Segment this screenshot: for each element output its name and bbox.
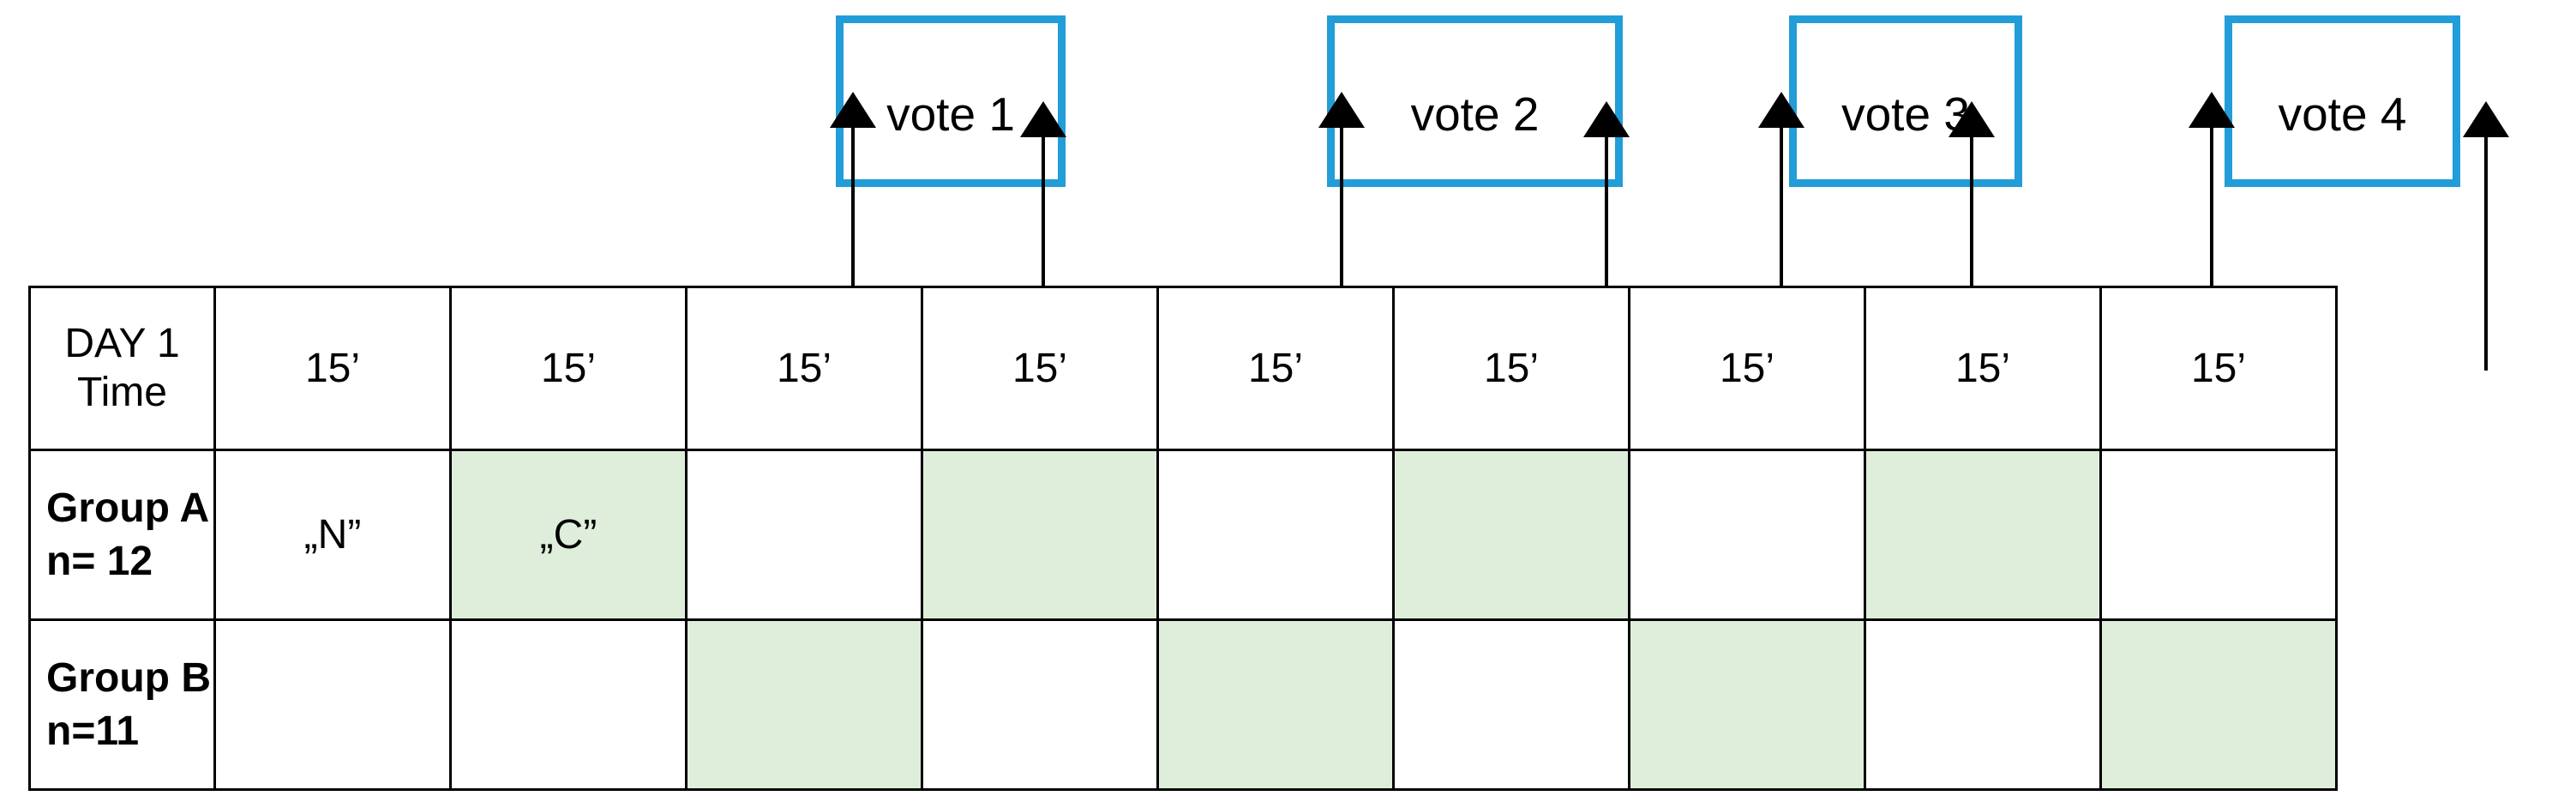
time-slot-header-cell: 15’ — [449, 286, 688, 451]
time-slot-label: 15’ — [1247, 346, 1304, 391]
group-header-cell: Group B n=11 — [28, 618, 216, 791]
time-slot-label: 15’ — [1719, 346, 1775, 391]
schedule-cell — [1392, 618, 1630, 791]
condition-label: „C” — [539, 512, 597, 558]
vote-callout-label: vote 4 — [2278, 87, 2407, 141]
time-slot-label: 15’ — [1483, 346, 1540, 391]
time-slot-header-cell: 15’ — [2099, 286, 2338, 451]
group-label: Group B n=11 — [46, 655, 211, 754]
time-slot-header-cell: 15’ — [213, 286, 452, 451]
arrow-stem — [1780, 126, 1783, 371]
arrow-head-icon — [1949, 101, 1995, 137]
schedule-cell — [1864, 449, 2102, 621]
vote-arrow-up-icon — [1583, 101, 1630, 372]
arrow-stem — [1970, 136, 1973, 371]
day-time-label: DAY 1 Time — [64, 320, 180, 415]
vote-callout-box[interactable]: vote 4 — [2225, 15, 2460, 187]
arrow-head-icon — [830, 92, 876, 128]
arrow-head-icon — [1318, 92, 1365, 128]
time-slot-label: 15’ — [776, 346, 832, 391]
schedule-cell — [213, 618, 452, 791]
arrow-stem — [2210, 126, 2213, 371]
vote-callout-box[interactable]: vote 3 — [1789, 15, 2022, 187]
schedule-cell — [685, 449, 923, 621]
schedule-cell — [1628, 449, 1866, 621]
vote-callout-label: vote 1 — [886, 87, 1015, 141]
schedule-cell — [921, 618, 1159, 791]
vote-arrow-up-icon — [1020, 101, 1066, 372]
schedule-cell: „N” — [213, 449, 452, 621]
schedule-cell — [685, 618, 923, 791]
vote-arrow-up-icon — [2189, 92, 2235, 372]
time-slot-header-cell: 15’ — [1628, 286, 1866, 451]
time-slot-header-cell: 15’ — [1156, 286, 1395, 451]
group-label: Group A n= 12 — [46, 485, 210, 584]
time-slot-header-cell: 15’ — [1864, 286, 2102, 451]
schedule-cell — [1392, 449, 1630, 621]
arrow-stem — [1340, 126, 1343, 371]
arrow-head-icon — [1758, 92, 1804, 128]
vote-arrow-up-icon — [830, 92, 876, 372]
schedule-cell — [2099, 449, 2338, 621]
schedule-cell — [1156, 449, 1395, 621]
arrow-head-icon — [2463, 101, 2509, 137]
time-slot-header-cell: 15’ — [1392, 286, 1630, 451]
arrow-stem — [1605, 136, 1608, 371]
arrow-head-icon — [1020, 101, 1066, 137]
time-slot-label: 15’ — [304, 346, 361, 391]
arrow-head-icon — [1583, 101, 1630, 137]
schedule-table: DAY 1 Time 15’ 15’ 15’ 15’ 15’ 15’ 15’ 15’ 15’ Gro… — [28, 286, 2338, 791]
time-slot-label: 15’ — [1012, 346, 1068, 391]
arrow-stem — [851, 126, 855, 371]
schedule-cell — [1628, 618, 1866, 791]
vote-arrow-up-icon — [2463, 101, 2509, 372]
vote-callout-box[interactable]: vote 2 — [1327, 15, 1623, 187]
time-slot-label: 15’ — [1955, 346, 2011, 391]
arrow-stem — [1042, 136, 1045, 371]
vote-arrow-up-icon — [1318, 92, 1365, 372]
vote-arrow-up-icon — [1758, 92, 1804, 372]
vote-callout-label: vote 3 — [1841, 87, 1970, 141]
schedule-cell: „C” — [449, 449, 688, 621]
vote-callout-label: vote 2 — [1410, 87, 1540, 141]
arrow-head-icon — [2189, 92, 2235, 128]
table-header-row: DAY 1 Time 15’ 15’ 15’ 15’ 15’ 15’ 15’ 15’ 15’ — [28, 286, 2338, 451]
day-time-header-cell: DAY 1 Time — [28, 286, 216, 451]
group-header-cell: Group A n= 12 — [28, 449, 216, 621]
schedule-cell — [921, 449, 1159, 621]
vote-arrow-up-icon — [1949, 101, 1995, 372]
schedule-cell — [2099, 618, 2338, 791]
time-slot-header-cell: 15’ — [921, 286, 1159, 451]
schedule-cell — [1864, 618, 2102, 791]
time-slot-header-cell: 15’ — [685, 286, 923, 451]
schedule-cell — [1156, 618, 1395, 791]
arrow-stem — [2484, 136, 2488, 371]
table-row: Group B n=11 — [28, 618, 2338, 791]
time-slot-label: 15’ — [2190, 346, 2247, 391]
condition-label: „N” — [303, 512, 362, 558]
time-slot-label: 15’ — [540, 346, 597, 391]
schedule-cell — [449, 618, 688, 791]
table-row: Group A n= 12 „N” „C” — [28, 449, 2338, 621]
